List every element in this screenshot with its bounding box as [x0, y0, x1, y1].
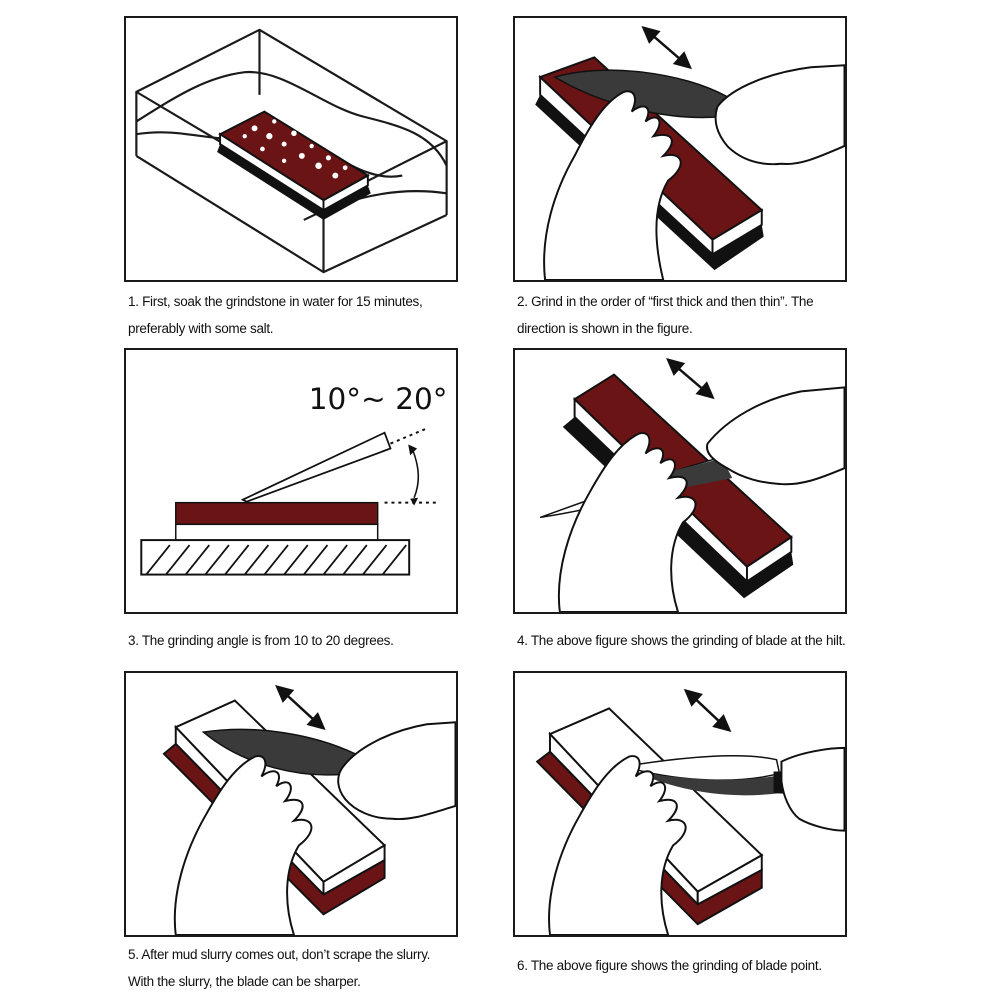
step-4-caption: 4. The above figure shows the grinding o…: [517, 627, 846, 654]
caption-line: 4. The above figure shows the grinding o…: [517, 633, 846, 648]
caption-line: 6. The above figure shows the grinding o…: [517, 958, 822, 973]
caption-line: 3. The grinding angle is from 10 to 20 d…: [128, 633, 394, 648]
step-3-caption: 3. The grinding angle is from 10 to 20 d…: [128, 627, 394, 654]
step-1-caption: 1. First, soak the grindstone in water f…: [128, 288, 423, 342]
left-hand: [543, 90, 682, 280]
caption-line: 1. First, soak the grindstone in water f…: [128, 294, 423, 309]
whetstone-coarse-layer: [175, 501, 379, 526]
step-6-caption: 6. The above figure shows the grinding o…: [517, 952, 822, 979]
grinding-direction-drawing: [535, 26, 845, 280]
caption-line: 5. After mud slurry comes out, don’t scr…: [128, 947, 431, 962]
step-5-caption: 5. After mud slurry comes out, don’t scr…: [128, 941, 430, 995]
caption-line: preferably with some salt.: [128, 321, 274, 336]
whetstone-fine-layer: [175, 523, 379, 541]
step-1-illustration: [124, 16, 458, 282]
step-4-illustration: [513, 348, 847, 614]
step-5-illustration: [124, 671, 458, 937]
hilt-grinding-drawing: [539, 358, 845, 612]
step-2-caption: 2. Grind in the order of “first thick an…: [517, 288, 814, 342]
point-grinding-drawing: [535, 688, 845, 935]
angle-label: 10°~ 20°: [309, 382, 448, 416]
caption-line: direction is shown in the figure.: [517, 321, 693, 336]
step-3-illustration: 10°~ 20°: [124, 348, 458, 614]
double-arrow: [641, 26, 692, 70]
step-6-illustration: [513, 671, 847, 937]
caption-line: 2. Grind in the order of “first thick an…: [517, 294, 814, 309]
step-2-illustration: [513, 16, 847, 282]
table-surface: [140, 539, 411, 576]
right-hand: [714, 64, 845, 166]
slurry-grinding-drawing: [162, 684, 456, 935]
grinding-angle-diagram: 10°~ 20°: [140, 382, 448, 576]
caption-line: With the slurry, the blade can be sharpe…: [128, 974, 361, 989]
water-tank-drawing: [135, 28, 448, 274]
knife-blade-profile: [240, 431, 392, 503]
soaking-whetstone: [217, 110, 371, 220]
